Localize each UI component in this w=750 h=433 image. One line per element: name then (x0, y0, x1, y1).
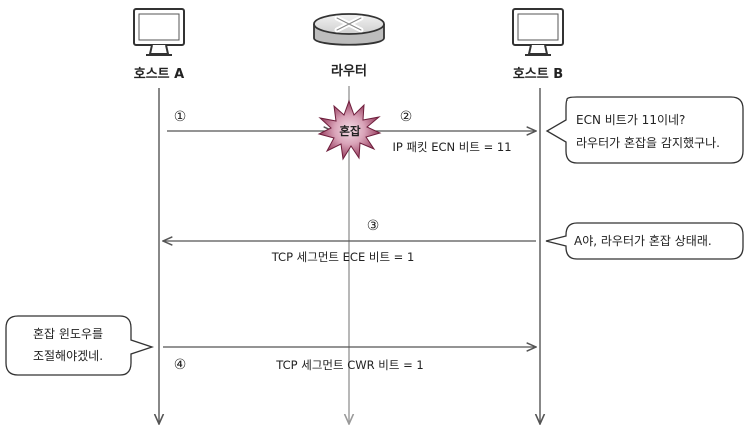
congestion-label: 혼잡 (339, 124, 361, 138)
host-b-ecn-line2: 라우터가 혼잡을 감지했구나. (576, 136, 720, 150)
step1-number: ① (174, 109, 187, 125)
step3-label: TCP 세그먼트 ECE 비트 = 1 (271, 250, 415, 264)
router-label: 라우터 (331, 63, 367, 79)
host-a-cwnd-bubble: 혼잡 윈도우를 조절해야겠네. (5, 315, 155, 376)
host-b-ecn-line1: ECN 비트가 11이네? (576, 113, 685, 127)
host-a-monitor-icon (133, 8, 185, 56)
host-b-monitor-icon (512, 8, 564, 56)
step2-label: IP 패킷 ECN 비트 = 11 (392, 140, 511, 154)
host-a-bubble-line1: 혼잡 윈도우를 (33, 327, 103, 341)
host-a-bubble-line2: 조절해야겠네. (33, 349, 103, 363)
step4-label: TCP 세그먼트 CWR 비트 = 1 (275, 358, 423, 372)
step3-number: ③ (367, 218, 380, 234)
step2-number: ② (400, 109, 413, 125)
step4-number: ④ (174, 357, 187, 373)
router-icon (313, 13, 385, 46)
host-b-ecn-bubble: ECN 비트가 11이네? 라우터가 혼잡을 감지했구나. (545, 96, 744, 164)
host-b-ece-bubble: A야, 라우터가 혼잡 상태래. (545, 222, 744, 260)
host-b-label: 호스트 B (513, 67, 563, 82)
host-a-label: 호스트 A (134, 67, 184, 82)
congestion-burst-icon (317, 99, 382, 161)
host-b-ece-text: A야, 라우터가 혼잡 상태래. (574, 234, 712, 248)
